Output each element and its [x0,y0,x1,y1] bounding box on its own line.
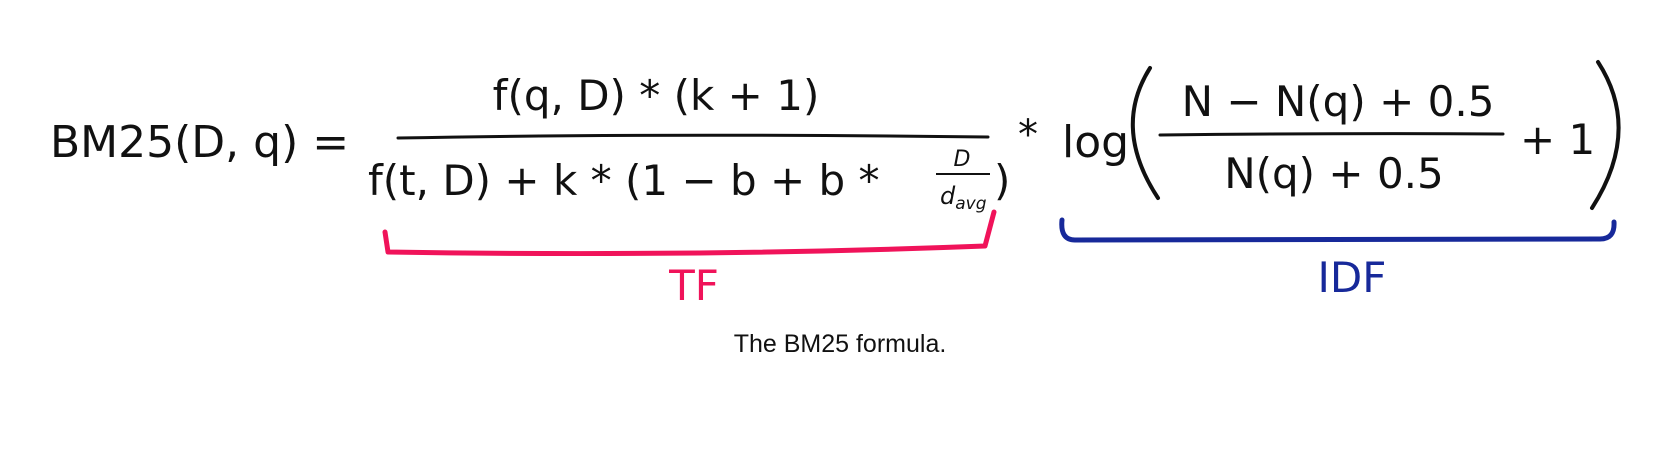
tf-bracket [382,209,997,257]
small-fraction-numerator: D [954,147,971,172]
log-label: log [1062,117,1129,168]
idf-label: IDF [1318,253,1387,302]
tf-numerator: f(q, D) * (k + 1) [493,71,820,120]
formula-lhs: BM25(D, q) = [50,117,349,168]
idf-numerator: N − N(q) + 0.5 [1182,77,1495,126]
idf-open-paren [1130,66,1160,200]
idf-fraction-bar [1158,132,1505,137]
idf-bracket [1059,217,1617,243]
plus-one: + 1 [1520,115,1595,164]
d-avg-subscript: avg [955,194,986,214]
tf-label: TF [668,261,719,310]
tf-close-paren: ) [994,156,1010,205]
tf-denominator: f(t, D) + k * (1 − b + b * [368,156,880,205]
small-fraction-denominator: davg [940,182,987,214]
idf-close-paren [1590,60,1621,210]
figure-caption: The BM25 formula. [733,330,947,358]
tf-fraction-bar [396,133,990,140]
multiply-sign: * [1018,112,1038,158]
idf-denominator: N(q) + 0.5 [1224,149,1444,198]
d-avg-base: d [940,182,956,210]
